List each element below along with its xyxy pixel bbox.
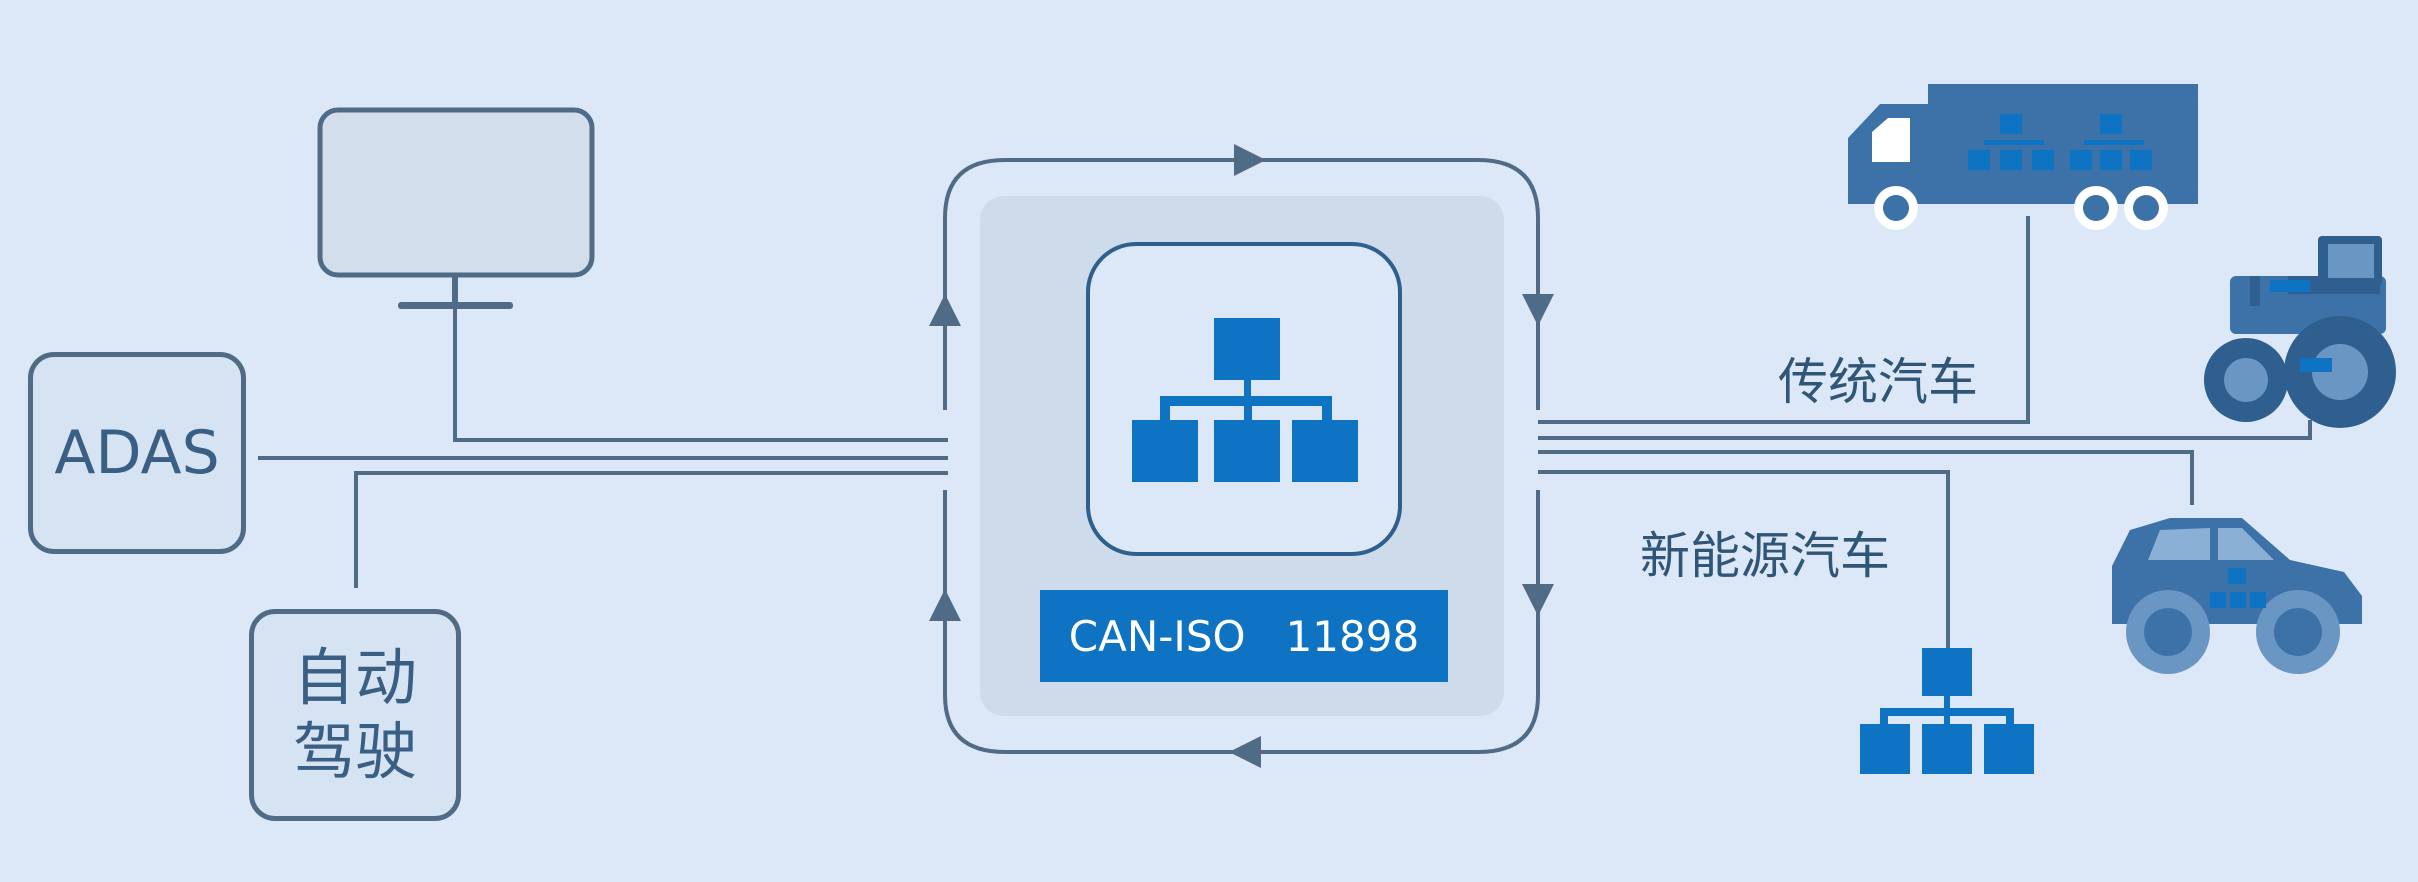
autonomous-driving-node: 自动 驾驶 [249, 609, 461, 821]
left-bus-lines [258, 300, 948, 588]
tractor-icon [2204, 236, 2396, 428]
truck-icon [1848, 84, 2198, 230]
traditional-car-label: 传统汽车 [1778, 353, 1978, 411]
suv-icon [2112, 518, 2362, 674]
protocol-label: CAN-ISO 11898 [1040, 590, 1448, 682]
adas-node: ADAS [28, 352, 246, 554]
autonomous-driving-label: 自动 驾驶 [292, 641, 417, 788]
right-bus-lines [1538, 216, 2312, 652]
monitor-icon [317, 107, 595, 309]
new-energy-car-label: 新能源汽车 [1640, 527, 1890, 585]
adas-label: ADAS [54, 418, 220, 488]
network-hierarchy-icon [1860, 648, 2034, 774]
network-hierarchy-icon [1132, 318, 1358, 482]
core-loop [929, 144, 1554, 768]
